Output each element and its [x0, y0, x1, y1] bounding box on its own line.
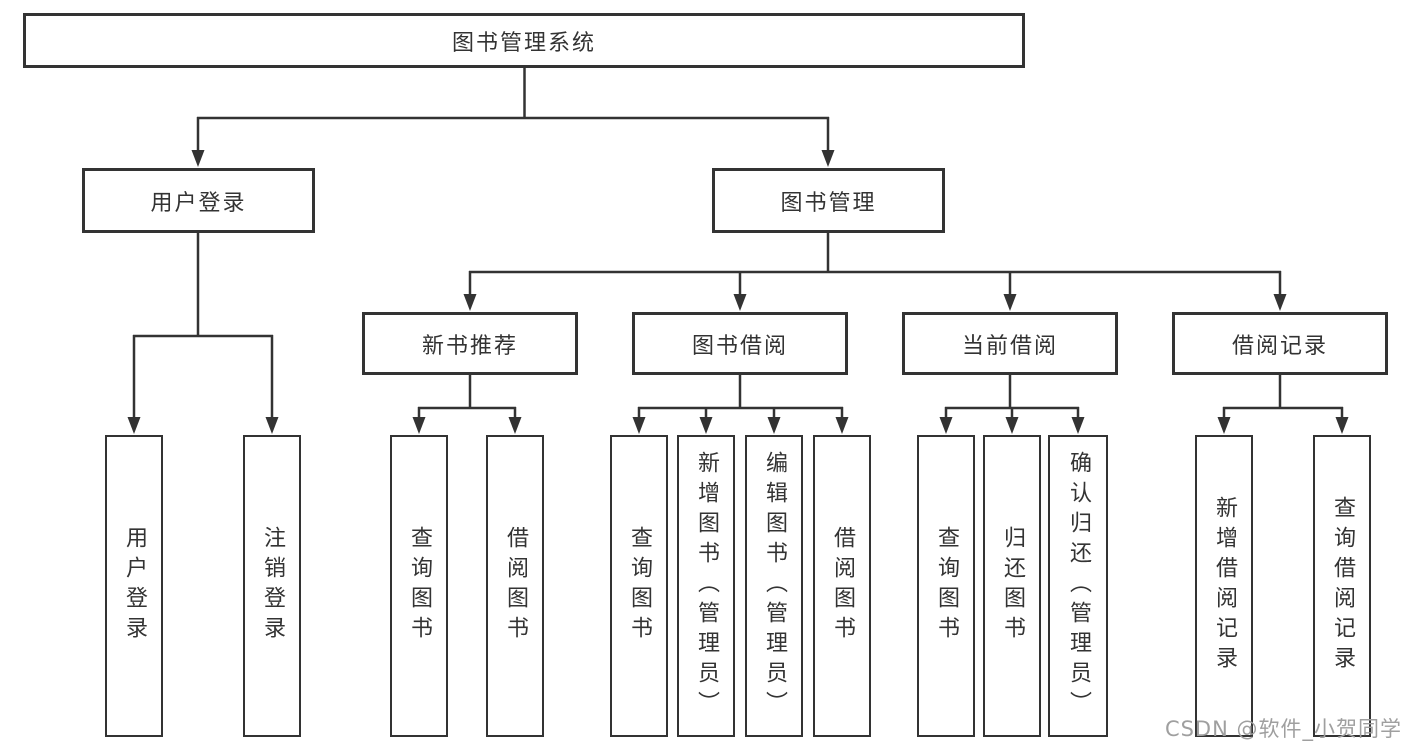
- arrowheads: [127, 150, 1349, 434]
- leaf-add-borrow-record-label: 新增借阅记录: [1212, 496, 1237, 676]
- leaf-edit-books-admin-label: 编辑图书（管理员）: [762, 451, 787, 721]
- leaf-query-borrow-record-label: 查询借阅记录: [1330, 496, 1355, 676]
- leaf-borrow-books-recommend: 借阅图书: [486, 435, 544, 737]
- leaf-user-login-label: 用户登录: [122, 526, 147, 646]
- leaf-edit-books-admin: 编辑图书（管理员）: [745, 435, 803, 737]
- leaf-query-books-recommend-label: 查询图书: [407, 526, 432, 646]
- leaf-return-books: 归还图书: [983, 435, 1041, 737]
- leaf-add-books-admin-label: 新增图书（管理员）: [694, 451, 719, 721]
- node-book-borrow: 图书借阅: [632, 312, 848, 375]
- node-borrow-records-label: 借阅记录: [1231, 333, 1328, 359]
- node-book-management-label: 图书管理: [780, 190, 877, 216]
- leaf-query-borrow-record: 查询借阅记录: [1313, 435, 1371, 737]
- leaf-return-books-label: 归还图书: [1000, 526, 1025, 646]
- node-current-borrow-label: 当前借阅: [961, 333, 1058, 359]
- node-root-label: 图书管理系统: [451, 30, 596, 56]
- leaf-logout: 注销登录: [243, 435, 301, 737]
- leaf-query-books-borrow: 查询图书: [610, 435, 668, 737]
- node-current-borrow: 当前借阅: [902, 312, 1118, 375]
- node-root-system: 图书管理系统: [23, 13, 1025, 68]
- leaf-add-books-admin: 新增图书（管理员）: [677, 435, 735, 737]
- node-user-login: 用户登录: [82, 168, 315, 233]
- leaf-user-login: 用户登录: [105, 435, 163, 737]
- node-borrow-records: 借阅记录: [1172, 312, 1388, 375]
- leaf-logout-label: 注销登录: [260, 526, 285, 646]
- leaf-query-books-borrow-label: 查询图书: [627, 526, 652, 646]
- node-book-borrow-label: 图书借阅: [691, 333, 788, 359]
- node-user-login-label: 用户登录: [150, 190, 247, 216]
- leaf-borrow-books-recommend-label: 借阅图书: [503, 526, 528, 646]
- leaf-confirm-return-admin: 确认归还（管理员）: [1048, 435, 1108, 737]
- leaf-query-books-current: 查询图书: [917, 435, 975, 737]
- leaf-confirm-return-admin-label: 确认归还（管理员）: [1066, 451, 1091, 721]
- csdn-watermark: CSDN @软件_小贺同学: [1164, 717, 1402, 741]
- leaf-add-borrow-record: 新增借阅记录: [1195, 435, 1253, 737]
- node-new-book-recommend: 新书推荐: [362, 312, 578, 375]
- node-book-management: 图书管理: [712, 168, 945, 233]
- leaf-borrow-books-label: 借阅图书: [830, 526, 855, 646]
- leaf-query-books-current-label: 查询图书: [934, 526, 959, 646]
- leaf-query-books-recommend: 查询图书: [390, 435, 448, 737]
- leaf-borrow-books: 借阅图书: [813, 435, 871, 737]
- node-new-book-recommend-label: 新书推荐: [421, 333, 518, 359]
